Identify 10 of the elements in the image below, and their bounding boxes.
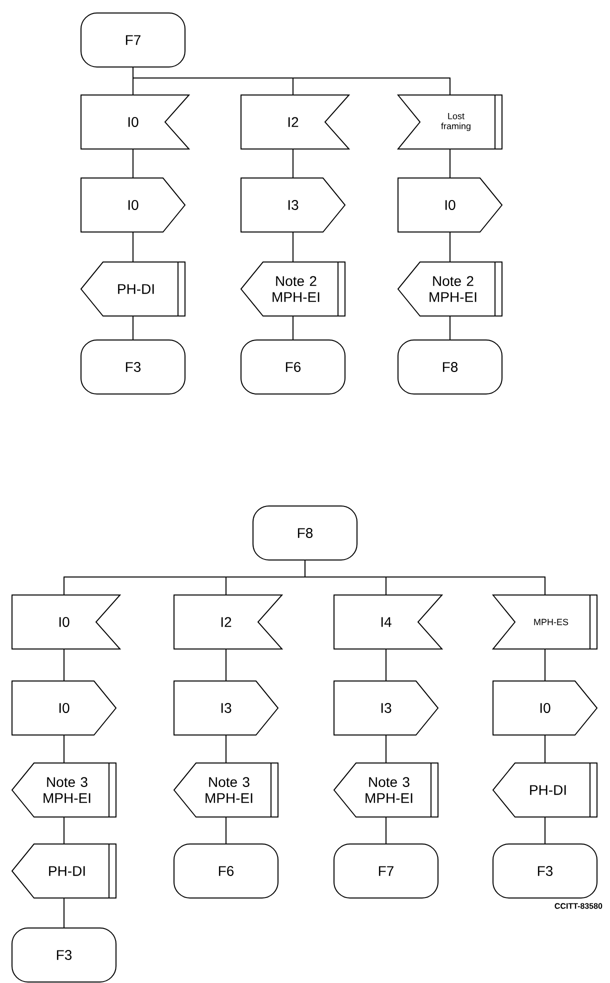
connector-line [304,560,546,596]
connector-line [132,148,134,178]
connector-line [132,316,134,340]
connector-line [544,734,546,764]
connector-line [544,816,546,844]
connector-line [292,148,294,178]
connector-line [292,316,294,340]
connector-line [292,232,294,262]
connector-line [544,648,546,682]
connector-line [132,232,134,262]
